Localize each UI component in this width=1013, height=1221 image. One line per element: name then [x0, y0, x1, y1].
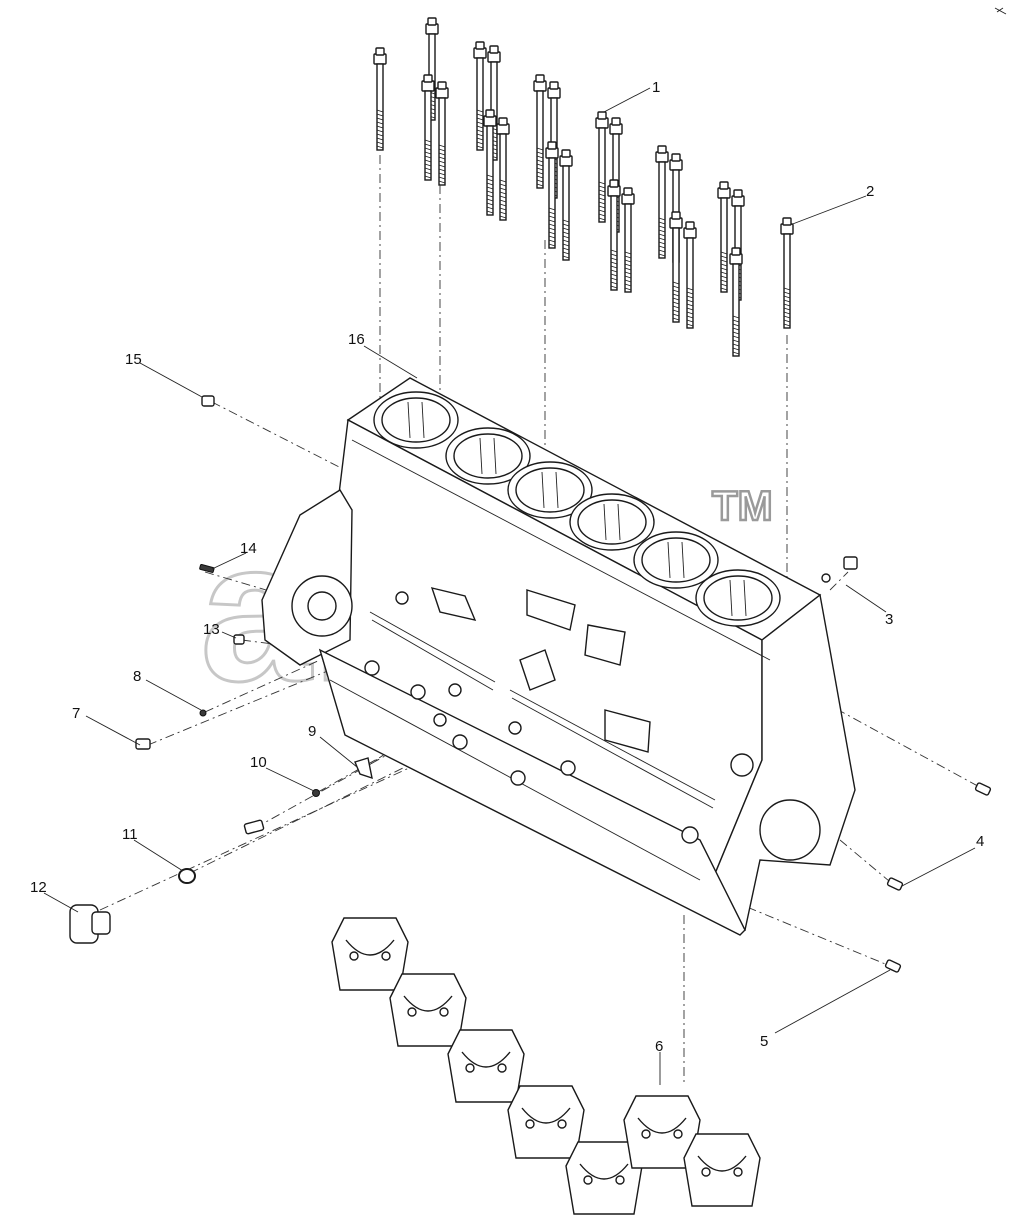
cylinder-bore: [633, 531, 719, 589]
callout-8: 8: [133, 668, 141, 685]
callout-labels: 1 2 3 4 5 6 7 8 9 10 11 12 13 14 15 16: [30, 79, 984, 1055]
main-bearing-cap: [389, 973, 467, 1047]
head-bolt: [780, 217, 794, 329]
head-bolt: [559, 149, 573, 261]
engine-block: [261, 377, 856, 936]
head-bolt: [683, 221, 697, 329]
callout-5: 5: [760, 1033, 768, 1050]
head-bolt: [373, 47, 387, 151]
main-bearing-cap: [507, 1085, 585, 1159]
head-bolt: [545, 141, 559, 249]
head-bolt: [595, 111, 609, 223]
callout-6: 6: [655, 1038, 663, 1055]
callout-14: 14: [240, 540, 257, 557]
hardware-parts: [69, 395, 992, 973]
cylinder-bore: [507, 461, 593, 519]
callout-leaders: [43, 87, 976, 1085]
main-bearing-caps: [331, 917, 761, 1215]
callout-10: 10: [250, 754, 267, 771]
head-bolt: [483, 109, 497, 216]
head-bolt: [655, 145, 669, 259]
main-bearing-cap: [683, 1133, 761, 1207]
head-bolts: [373, 17, 794, 357]
head-bolt: [621, 187, 635, 293]
part-13-plug: [233, 634, 245, 645]
head-bolt: [496, 117, 510, 221]
callout-11: 11: [122, 826, 138, 843]
part-3-plug: [821, 556, 858, 583]
callout-1: 1: [652, 79, 660, 96]
part-14-stud: [199, 563, 215, 573]
callout-15: 15: [125, 351, 142, 368]
head-bolt: [435, 81, 449, 186]
callout-12: 12: [30, 879, 47, 896]
cylinder-bore: [569, 493, 655, 551]
head-bolt: [533, 74, 547, 189]
head-bolt: [607, 179, 621, 291]
part-12-elbow-fitting: [69, 904, 111, 944]
cylinder-bore: [373, 391, 459, 449]
head-bolt: [473, 41, 487, 151]
part-7-plug: [135, 738, 151, 750]
head-bolt: [717, 181, 731, 293]
cylinder-bores: [373, 391, 781, 627]
callout-4: 4: [976, 833, 984, 850]
callout-3: 3: [885, 611, 893, 628]
cylinder-bore: [695, 569, 781, 627]
corner-mark: [994, 7, 1007, 15]
callout-2: 2: [866, 183, 874, 200]
part-11-o-ring: [178, 868, 196, 884]
head-bolt: [729, 247, 743, 357]
part-4-dowel-pin: [886, 877, 904, 891]
watermark-trademark: TM: [712, 482, 773, 529]
callout-16: 16: [348, 331, 365, 348]
part-10-washer: [312, 789, 320, 797]
part-dowel-pin-a: [974, 782, 992, 796]
main-bearing-cap: [447, 1029, 525, 1103]
main-bearing-cap: [331, 917, 409, 991]
callout-13: 13: [203, 621, 220, 638]
main-bearing-cap: [623, 1095, 701, 1169]
part-5-dowel-pin: [884, 959, 902, 973]
head-bolt: [421, 74, 435, 181]
part-10-bolt: [243, 819, 265, 835]
head-bolt: [669, 211, 683, 323]
part-8-washer: [199, 709, 207, 717]
part-9-bracket: [354, 757, 373, 780]
callout-7: 7: [72, 705, 80, 722]
part-15-plug: [201, 395, 215, 407]
callout-9: 9: [308, 723, 316, 740]
cylinder-bore: [445, 427, 531, 485]
